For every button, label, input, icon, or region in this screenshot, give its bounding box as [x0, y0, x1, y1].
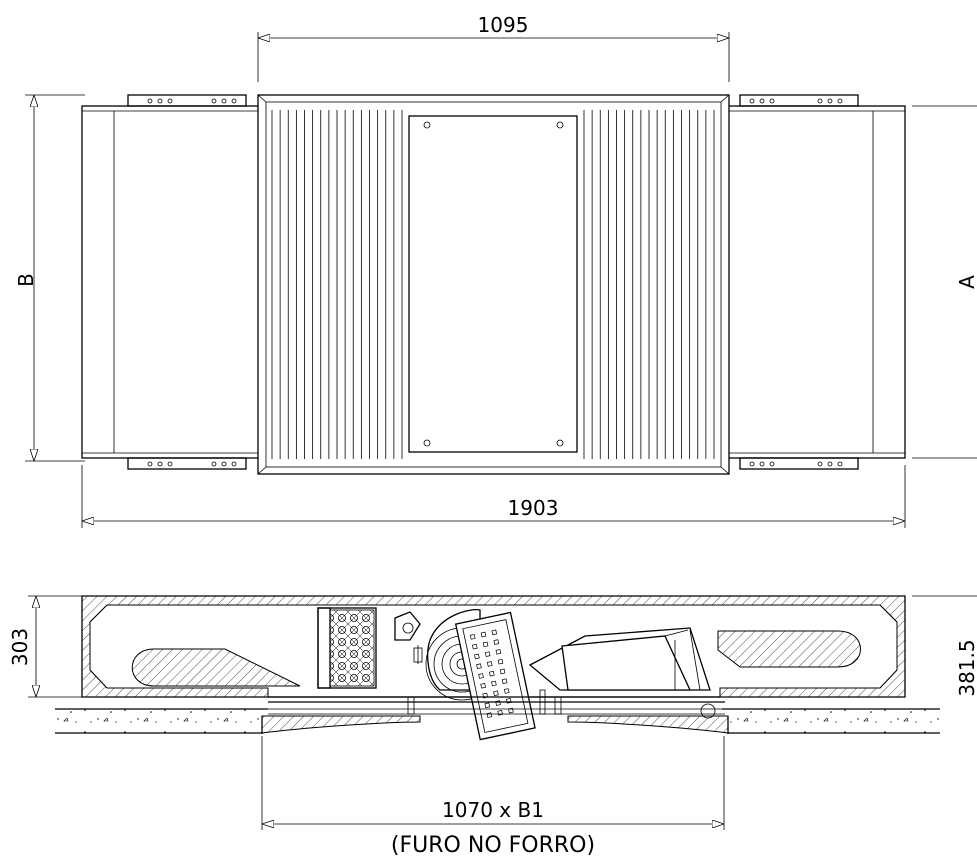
- dim-label-1070-b1: 1070 x B1: [442, 798, 544, 822]
- dimension-top-width: 1095: [257, 13, 730, 82]
- board-component: [501, 678, 508, 684]
- board-component: [478, 673, 484, 679]
- board-component: [486, 661, 493, 667]
- top-view: 1095 B A 1903: [14, 13, 977, 528]
- board-component: [491, 629, 498, 636]
- dimension-side-left-height: 303: [8, 595, 82, 698]
- board-component: [482, 641, 489, 648]
- board-component: [474, 653, 480, 660]
- ceiling-slab-right: [730, 709, 940, 733]
- dimension-overall-width: 1903: [81, 465, 906, 528]
- right-drain-pan: [717, 630, 861, 668]
- mounting-bracket-bottom-right: [739, 457, 859, 470]
- dim-label-381-5: 381.5: [955, 639, 977, 696]
- mounting-bracket-bottom-left: [127, 457, 247, 470]
- dimension-ceiling-hole: 1070 x B1 (FURO NO FORRO): [261, 736, 725, 858]
- left-drain-pan: [131, 648, 301, 687]
- grille-center-panel: [408, 115, 578, 453]
- board-component: [484, 702, 491, 709]
- ceiling-hole-note: (FURO NO FORRO): [391, 833, 595, 858]
- board-component: [486, 712, 493, 718]
- mounting-bracket-top-left: [127, 94, 247, 107]
- coil: [317, 607, 377, 689]
- motor: [394, 611, 423, 664]
- dimension-side-right-height: 381.5: [912, 595, 977, 697]
- mounting-bracket-top-right: [739, 94, 859, 107]
- board-component: [491, 680, 497, 687]
- dimension-right-height: A: [912, 105, 977, 459]
- dim-label-b: B: [14, 273, 38, 287]
- board-component: [493, 639, 500, 645]
- dim-label-303: 303: [8, 628, 32, 666]
- board-component: [503, 688, 510, 694]
- dim-label-1095: 1095: [478, 13, 529, 37]
- board-component: [484, 651, 491, 657]
- board-component: [497, 710, 503, 716]
- grille-panel: [257, 94, 730, 475]
- dimension-left-height: B: [14, 94, 85, 462]
- board-component: [480, 682, 486, 689]
- control-board: [454, 611, 536, 741]
- ceiling-slab-left: [55, 709, 260, 733]
- board-component: [469, 634, 476, 640]
- board-component: [493, 690, 499, 697]
- board-component: [508, 707, 514, 714]
- board-component: [497, 658, 504, 665]
- board-component: [489, 670, 495, 677]
- bottom-tray: [268, 689, 725, 719]
- board-component: [499, 668, 506, 675]
- board-component: [472, 643, 478, 650]
- ceiling-grille-left: [261, 715, 421, 734]
- dim-label-a: A: [955, 275, 977, 289]
- dim-label-1903: 1903: [508, 496, 559, 520]
- side-view: 303 381.5: [8, 595, 977, 858]
- board-component: [506, 697, 512, 704]
- ceiling-grille-right: [567, 715, 729, 734]
- discharge-plenum: [528, 627, 711, 691]
- board-component: [480, 631, 487, 638]
- board-component: [495, 649, 502, 655]
- board-component: [476, 663, 482, 669]
